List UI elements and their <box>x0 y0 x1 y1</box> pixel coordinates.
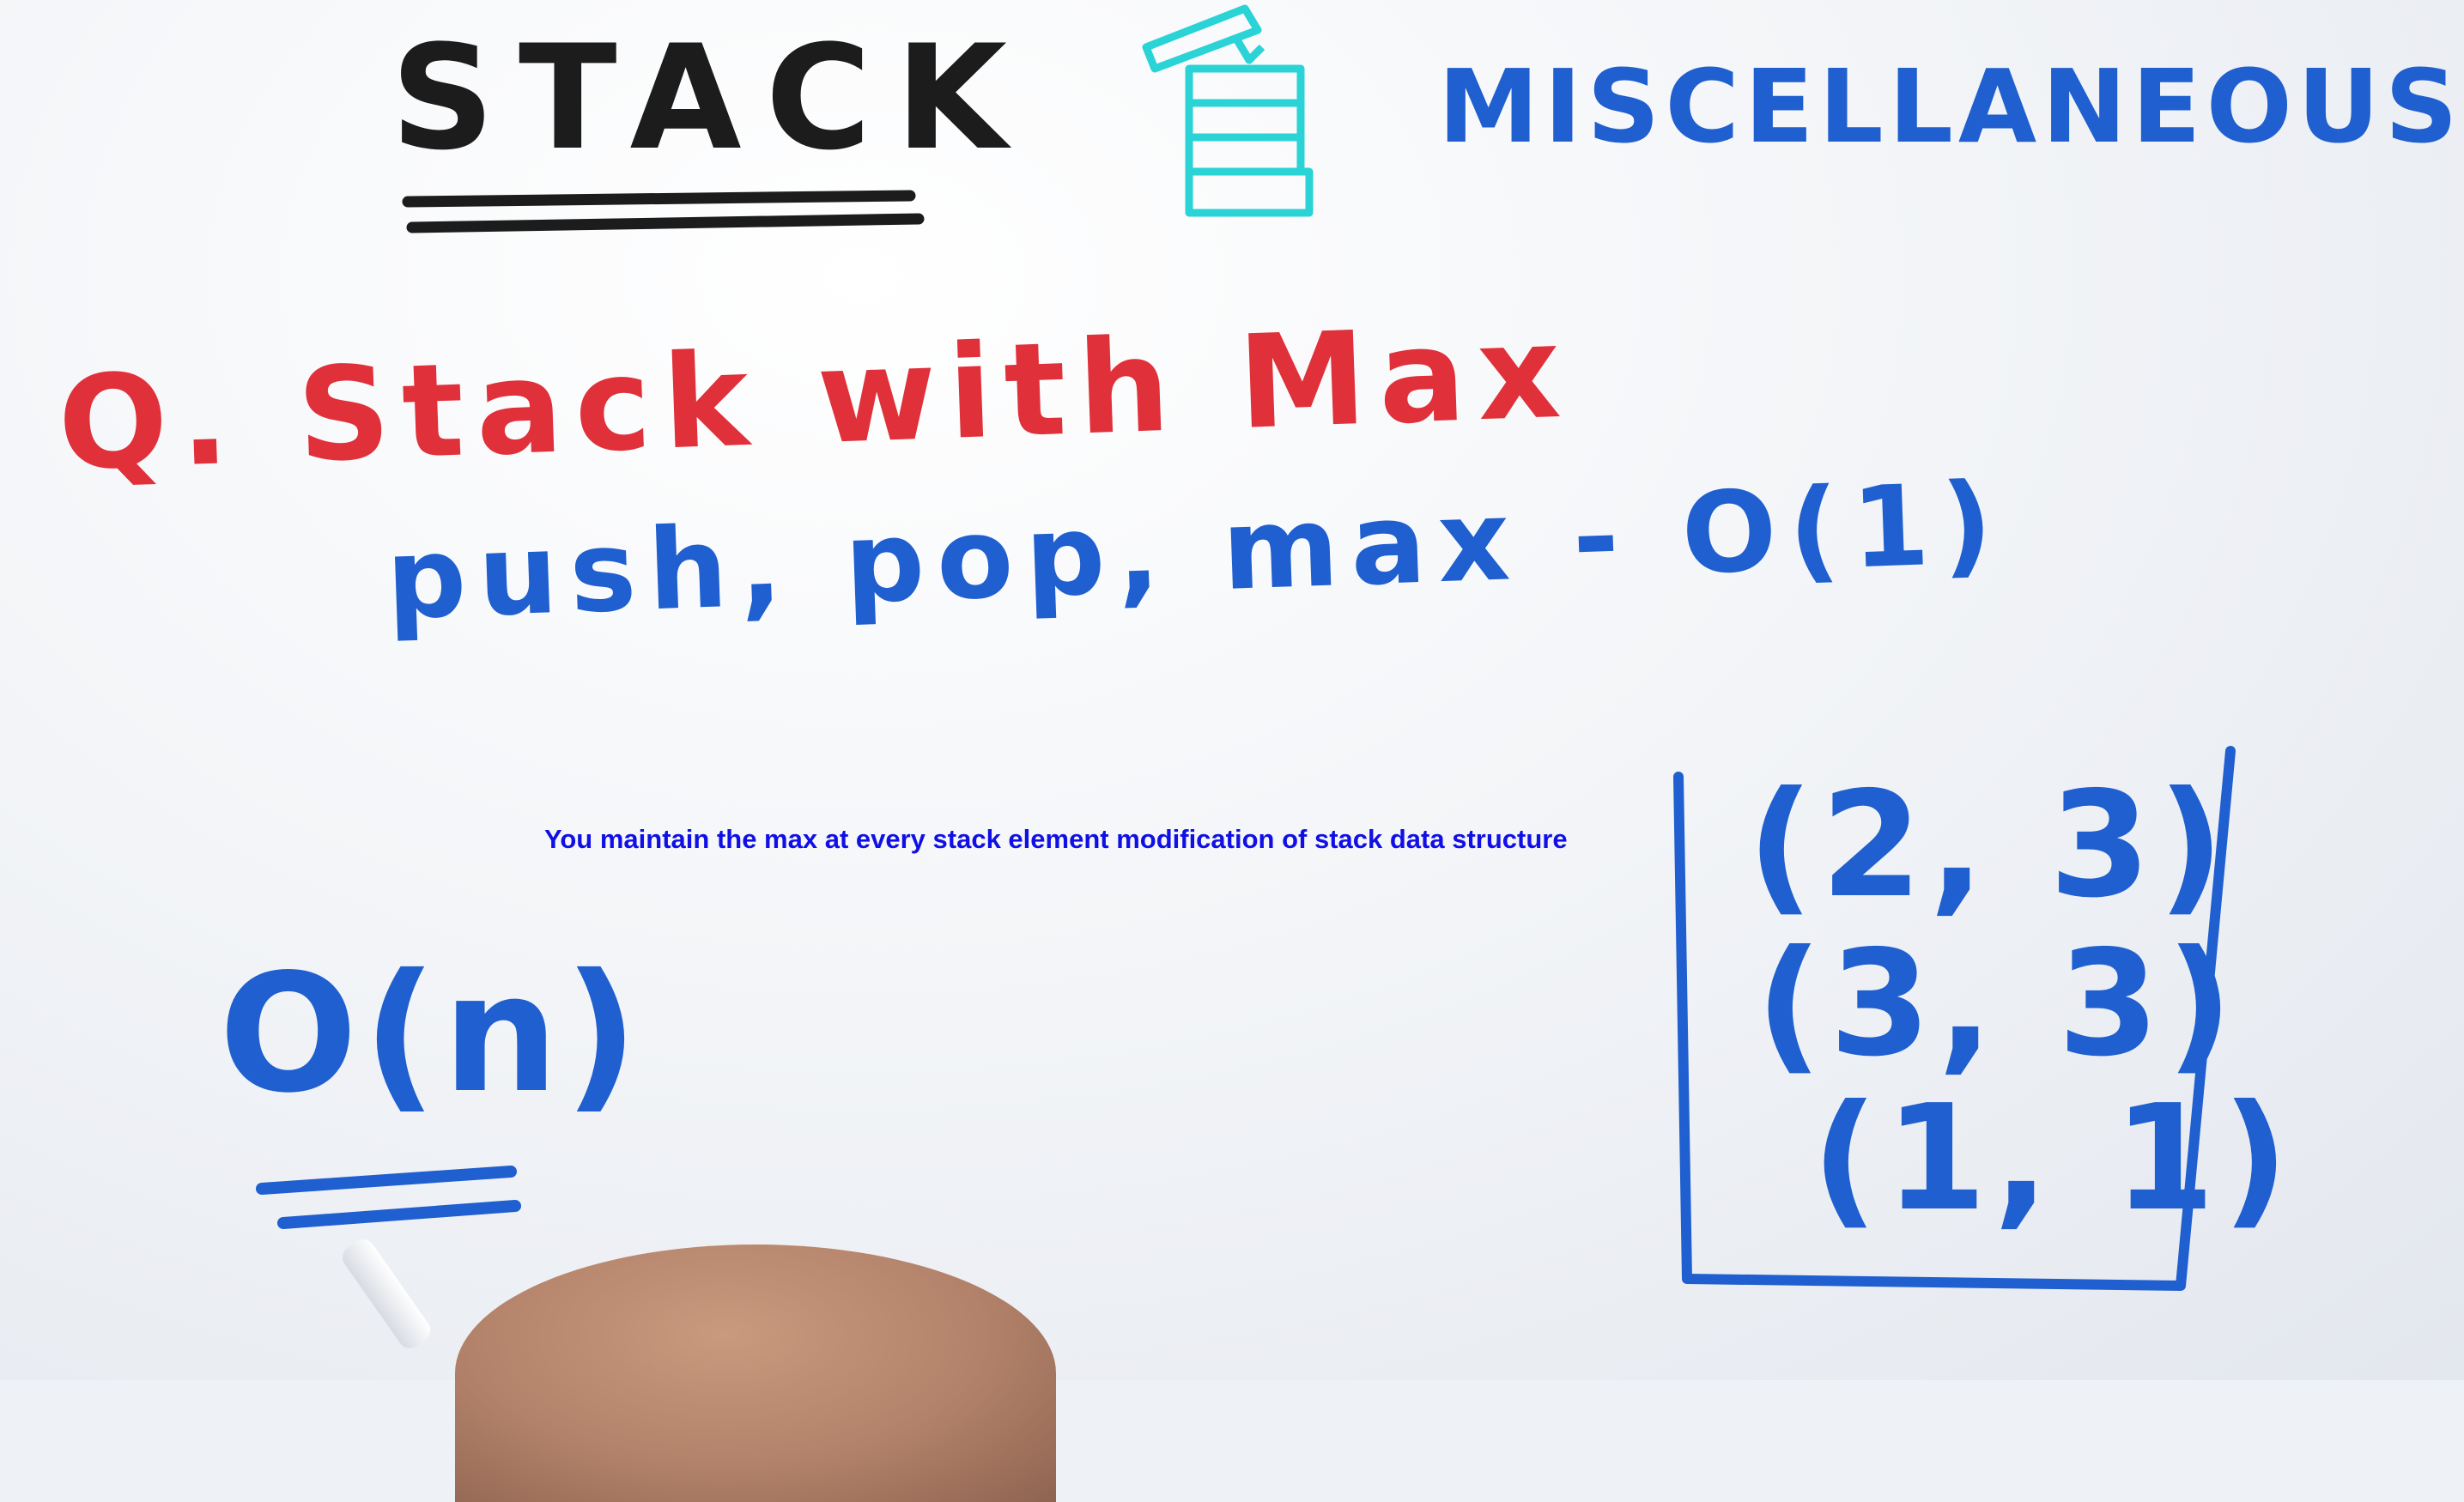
complexity-note: O(n) <box>219 939 644 1129</box>
stack-container <box>1673 746 2236 1291</box>
complexity-underline <box>256 1166 517 1195</box>
miscellaneous-heading: MISCELLANEOUS <box>1438 47 2463 166</box>
stack-pair-middle: (3, 3) <box>1756 919 2240 1089</box>
stack-pair-bottom: (1, 1) <box>1812 1074 2296 1244</box>
stack-pair-top: (2, 3) <box>1747 760 2231 930</box>
title-underline-second <box>406 213 925 233</box>
complexity-underline-second <box>277 1200 521 1229</box>
presenter-hand <box>455 1245 1056 1502</box>
title-underline <box>402 190 916 208</box>
stack-of-plates-icon <box>1142 4 1314 217</box>
stack-title: STACK <box>391 14 1032 182</box>
ink-strokes <box>256 4 2236 1291</box>
caption-text: You maintain the max at every stack elem… <box>544 824 1568 854</box>
